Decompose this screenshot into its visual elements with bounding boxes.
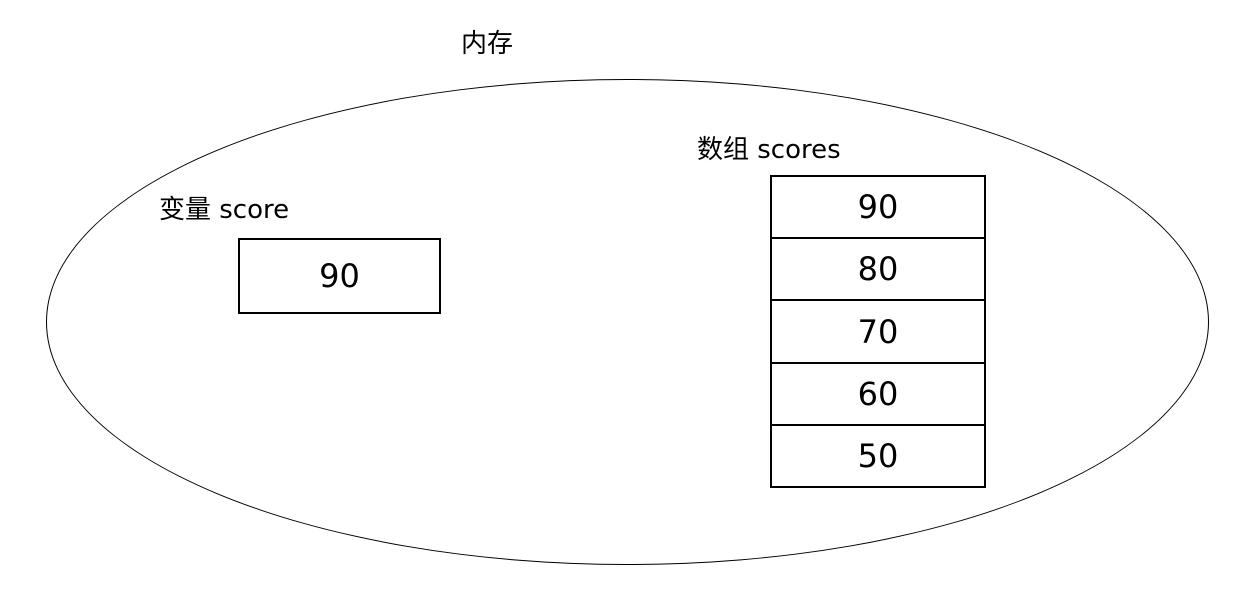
array-cell-value: 80 [857,250,899,289]
array-cell: 80 [772,237,984,299]
array-box: 90 80 70 60 50 [770,175,986,488]
array-cell: 90 [772,177,984,237]
array-cell-value: 70 [857,312,899,351]
array-cell: 60 [772,361,984,424]
array-label: 数组 scores [697,135,841,165]
variable-value: 90 [319,257,360,295]
array-cell: 50 [772,423,984,486]
array-cell: 70 [772,299,984,361]
array-cell-value: 60 [857,374,899,413]
variable-label: 变量 score [159,195,290,225]
array-cell-value: 90 [857,188,899,227]
variable-box: 90 [238,238,441,314]
diagram-title: 内存 [460,29,513,59]
array-cell-value: 50 [857,436,899,475]
memory-ellipse [46,79,1209,565]
